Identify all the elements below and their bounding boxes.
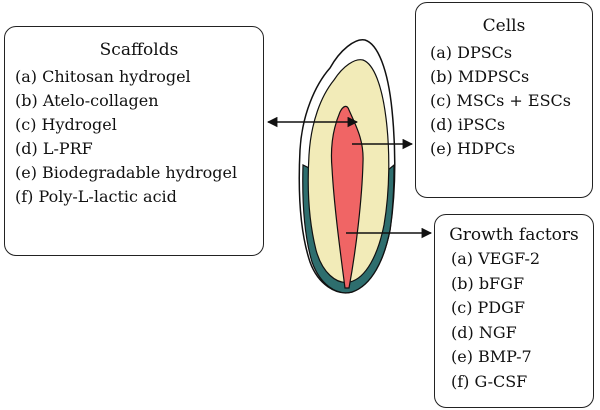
cells-box: Cells (a) DPSCs (b) MDPSCs (c) MSCs + ES… (415, 2, 593, 198)
scaffold-item: (a) Chitosan hydrogel (15, 67, 191, 86)
growth-factor-item: (f) G-CSF (451, 371, 528, 391)
cell-item: (a) DPSCs (430, 43, 513, 62)
cell-item: (e) HDPCs (430, 139, 516, 158)
growth-factor-item: (e) BMP-7 (451, 347, 532, 366)
growth-factors-list: (a) VEGF-2 (b) bFGF (c) PDGF (d) NGF (e)… (445, 247, 593, 394)
pulp-chamber (330, 105, 364, 289)
growth-factor-item: (b) bFGF (451, 273, 525, 293)
growth-factors-title: Growth factors (449, 225, 579, 245)
scaffolds-box: Scaffolds (a) Chitosan hydrogel (b) Atel… (4, 26, 264, 256)
cell-item: (c) MSCs + ESCs (430, 91, 571, 110)
growth-factors-box: Growth factors (a) VEGF-2 (b) bFGF (c) P… (434, 214, 594, 408)
growth-factor-item: (c) PDGF (451, 298, 526, 317)
growth-factor-item: (a) VEGF-2 (451, 249, 541, 268)
scaffold-item: (d) L-PRF (15, 139, 93, 158)
cell-item: (b) MDPSCs (430, 67, 530, 86)
scaffold-item: (f) Poly-L-lactic acid (15, 187, 177, 206)
scaffolds-list: (a) Chitosan hydrogel (b) Atelo-collagen… (15, 65, 263, 209)
cell-item: (d) iPSCs (430, 115, 506, 134)
scaffolds-title: Scaffolds (99, 40, 179, 60)
cells-list: (a) DPSCs (b) MDPSCs (c) MSCs + ESCs (d)… (430, 41, 592, 161)
scaffold-item: (b) Atelo-collagen (15, 91, 159, 110)
growth-factor-item: (d) NGF (451, 322, 517, 342)
cells-title: Cells (482, 16, 526, 36)
scaffold-item: (e) Biodegradable hydrogel (15, 163, 238, 182)
scaffold-item: (c) Hydrogel (15, 115, 117, 134)
